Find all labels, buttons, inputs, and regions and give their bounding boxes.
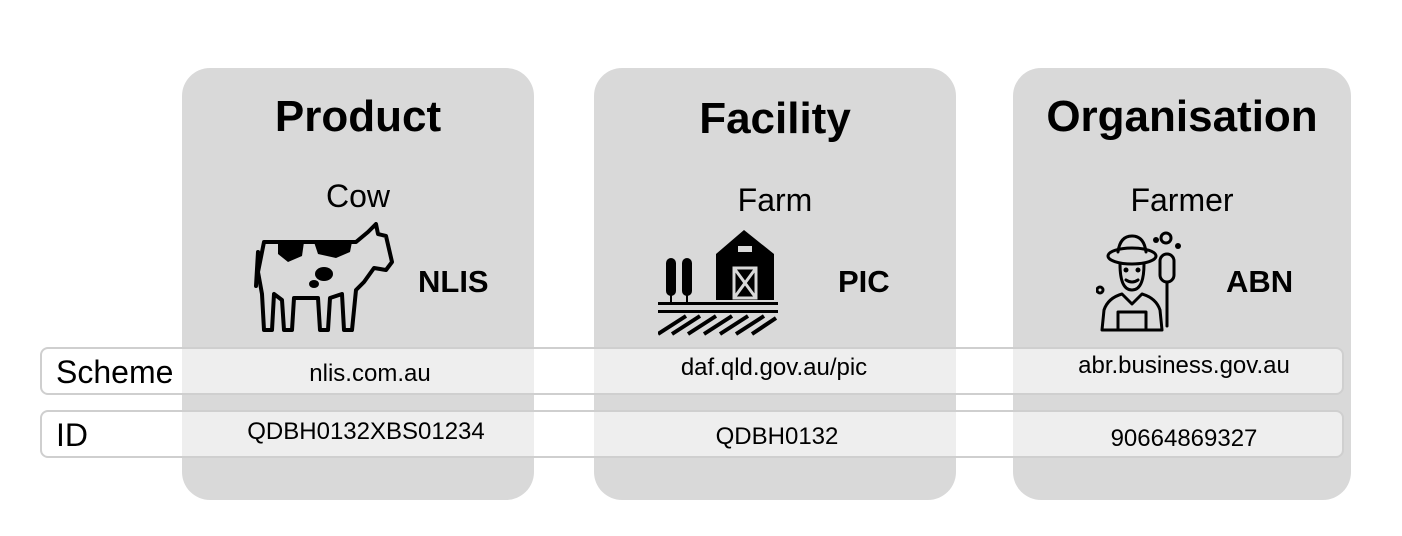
scheme-row-label: Scheme: [56, 354, 174, 390]
scheme-value-product: nlis.com.au: [309, 360, 431, 387]
id-value-product: QDBH0132XBS01234: [247, 418, 485, 445]
farm-barn-icon: [658, 230, 778, 336]
id-value-facility: QDBH0132: [715, 423, 839, 450]
id-row-label: ID: [56, 417, 88, 453]
scheme-value-facility: daf.qld.gov.au/pic: [680, 354, 868, 381]
cow-icon: [254, 222, 394, 332]
scheme-value-organisation: abr.business.gov.au: [1078, 352, 1290, 379]
card-title-facility: Facility: [699, 94, 851, 143]
scheme-id-organisation: ABN: [1226, 264, 1294, 299]
scheme-id-product: NLIS: [418, 264, 489, 299]
farmer-icon: [1096, 231, 1181, 332]
scheme-id-facility: PIC: [838, 264, 890, 299]
card-entity-product: Cow: [325, 178, 390, 214]
card-title-organisation: Organisation: [1046, 92, 1318, 141]
card-title-product: Product: [274, 92, 442, 141]
card-entity-organisation: Farmer: [1130, 182, 1234, 218]
card-entity-facility: Farm: [737, 182, 813, 218]
id-row: [40, 410, 1344, 458]
id-value-organisation: 90664869327: [1110, 425, 1258, 452]
scheme-row: [40, 347, 1344, 395]
